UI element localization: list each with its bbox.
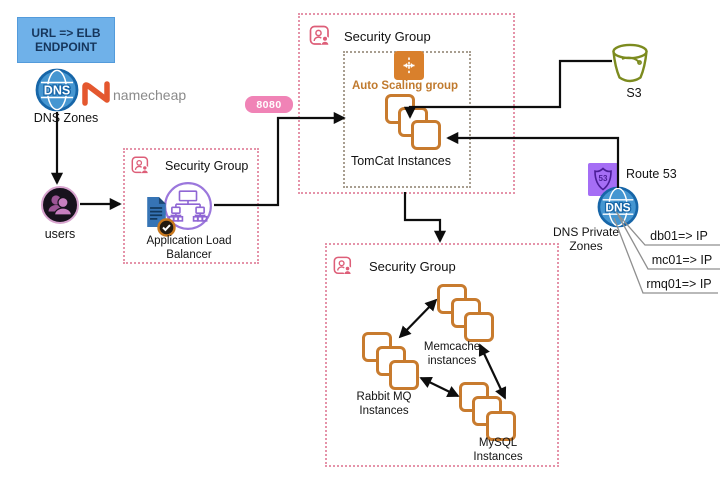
users-icon [40,185,80,230]
check-badge-icon [156,217,177,243]
s3-bucket-icon [609,42,651,91]
application-load-balancer-label: Application Load Balancer [146,235,232,261]
data-security-group-box [325,243,559,467]
dns-zones-globe-text: DNS [44,84,70,98]
tomcat-instances-label: TomCat Instances [350,154,452,168]
dns-zones-globe-icon: DNS [35,68,79,117]
tomcat-instance-square [411,120,441,150]
port-8080-text: 8080 [256,98,282,111]
alb-security-group-icon [131,156,150,180]
data-security-group-icon [333,256,353,281]
users-label: users [44,227,76,241]
listener-document-icon [146,193,167,236]
elb-endpoint-note: URL => ELB ENDPOINT [17,17,115,63]
mysql-instances-label: MySQL Instances [473,437,523,463]
record-rmq01: rmq01=> IP [646,277,712,291]
app-security-group-icon [309,25,331,52]
app-security-group-title: Security Group [344,29,431,44]
elb-endpoint-note-text: URL => ELB ENDPOINT [31,26,101,54]
rabbitmq-instance-square [389,360,419,390]
record-db01: db01=> IP [650,229,708,243]
auto-scaling-group-label: Auto Scaling group [351,80,459,92]
s3-label: S3 [626,86,642,100]
rabbitmq-instances-label: Rabbit MQ Instances [356,391,412,417]
namecheap-logo-icon [81,79,111,112]
record-mc01: mc01=> IP [651,253,713,267]
route53-label: Route 53 [626,167,677,181]
dns-private-globe-text: DNS [605,200,630,214]
namecheap-wordmark: namecheap [113,87,187,103]
arrow-tomcat-to-datagroup [403,192,447,243]
mysql-instance-square [486,411,516,441]
memcache-instance-square [464,312,494,342]
application-load-balancer-icon [162,180,214,237]
route53-badge-text: 53 [599,174,608,183]
data-security-group-title: Security Group [369,259,456,274]
dns-private-zones-label: DNS Private Zones [552,225,620,254]
memcache-instances-label: Memcache instances [423,341,481,367]
dns-zones-label: DNS Zones [33,111,99,125]
port-8080-badge: 8080 [245,96,293,113]
alb-security-group-title: Security Group [165,159,249,173]
